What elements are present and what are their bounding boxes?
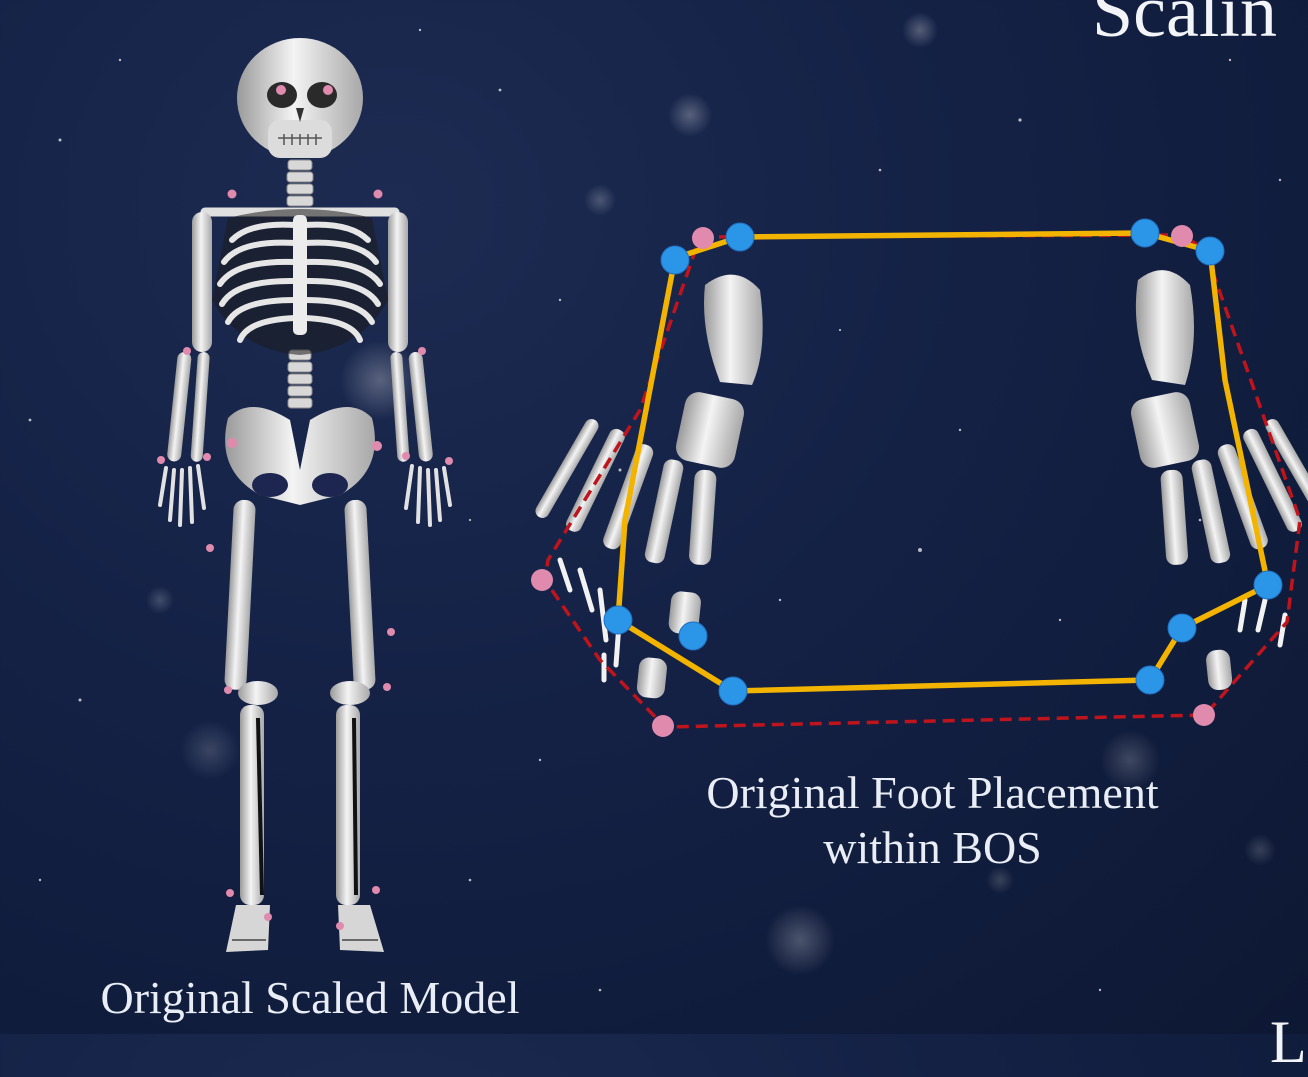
pelvis <box>225 407 375 505</box>
slide-corner-fragment: L <box>1270 1008 1307 1077</box>
foot-placement-diagram <box>531 219 1308 737</box>
slide-title-fragment: Scalin <box>1092 0 1277 55</box>
skeleton-model <box>157 38 453 952</box>
scaled-model-caption: Original Scaled Model <box>40 970 580 1025</box>
foot-caption-line-1: Original Foot Placement <box>640 765 1225 820</box>
foot-caption-line-2: within BOS <box>640 820 1225 875</box>
slide-canvas <box>0 0 1308 1034</box>
foot-placement-caption: Original Foot Placement within BOS <box>640 765 1225 875</box>
